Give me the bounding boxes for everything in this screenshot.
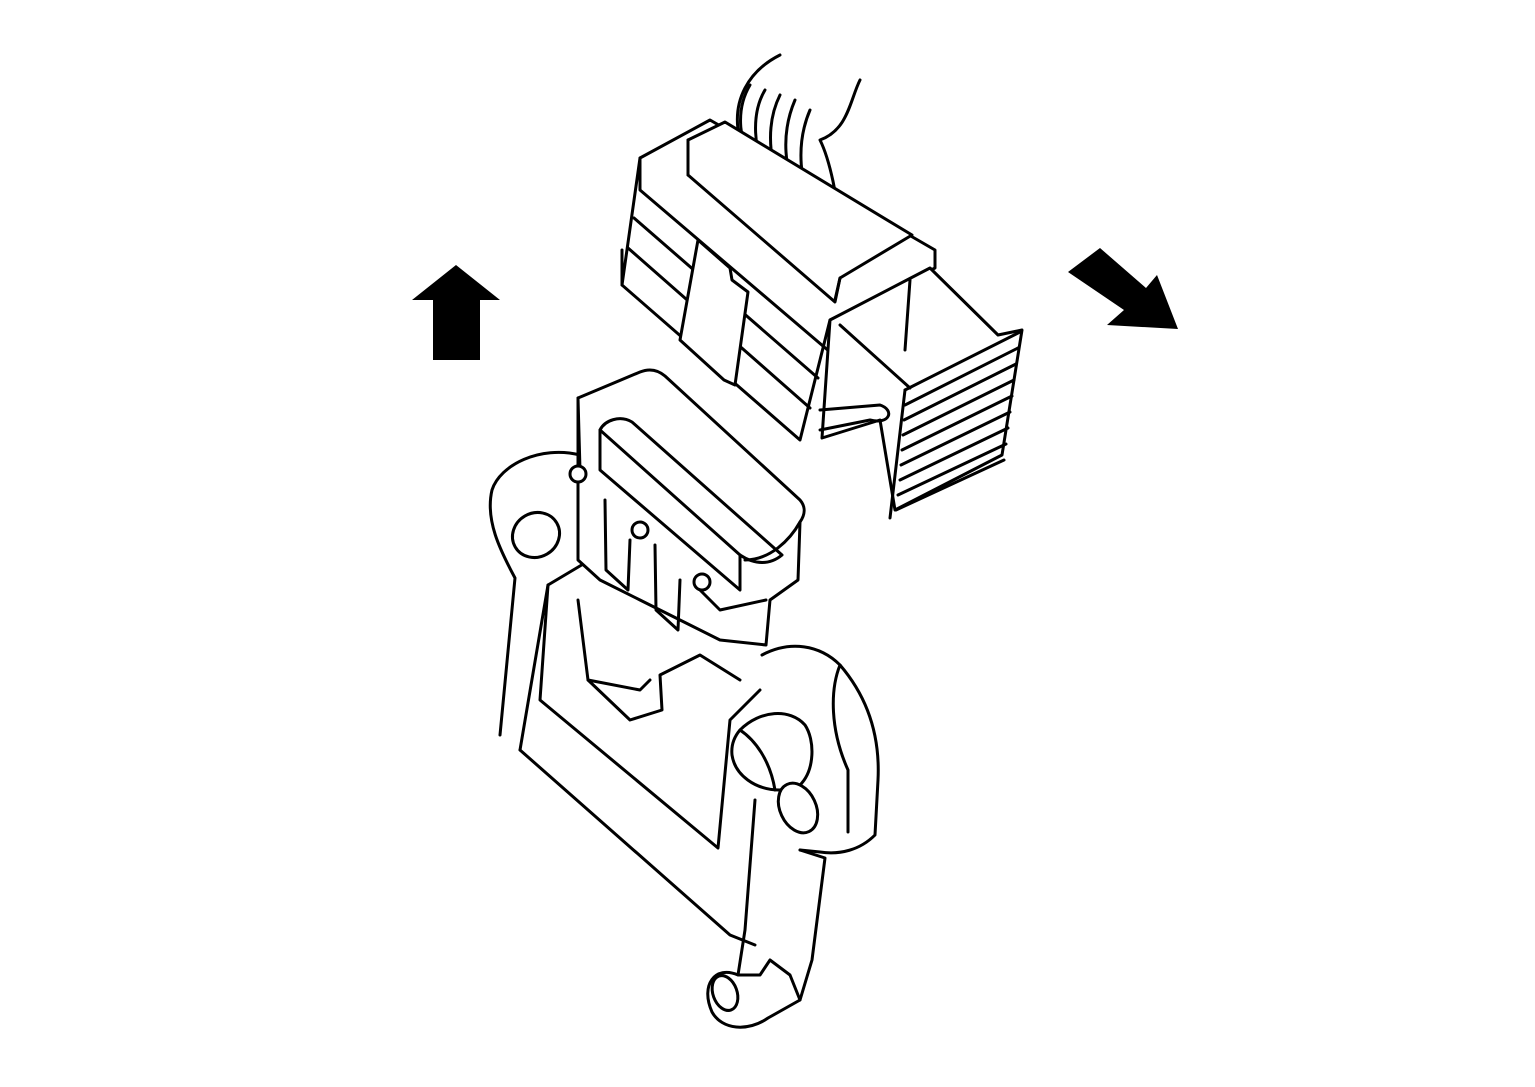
bracket-foot-hole [710,974,740,1012]
arrow-down-right-icon [1068,248,1178,329]
sensor-body [568,368,806,647]
bracket-left-hole [510,510,562,560]
arrow-up-icon [412,265,500,360]
latch-tab [678,238,750,387]
latch-nub [630,520,650,540]
latch-nub [692,572,712,592]
wire [735,53,782,142]
latch-nub [568,464,588,484]
bracket-lower-hole [776,781,820,835]
slide-lock [820,266,1024,512]
mounting-bracket [488,450,880,1029]
harness-connector [620,53,1024,520]
